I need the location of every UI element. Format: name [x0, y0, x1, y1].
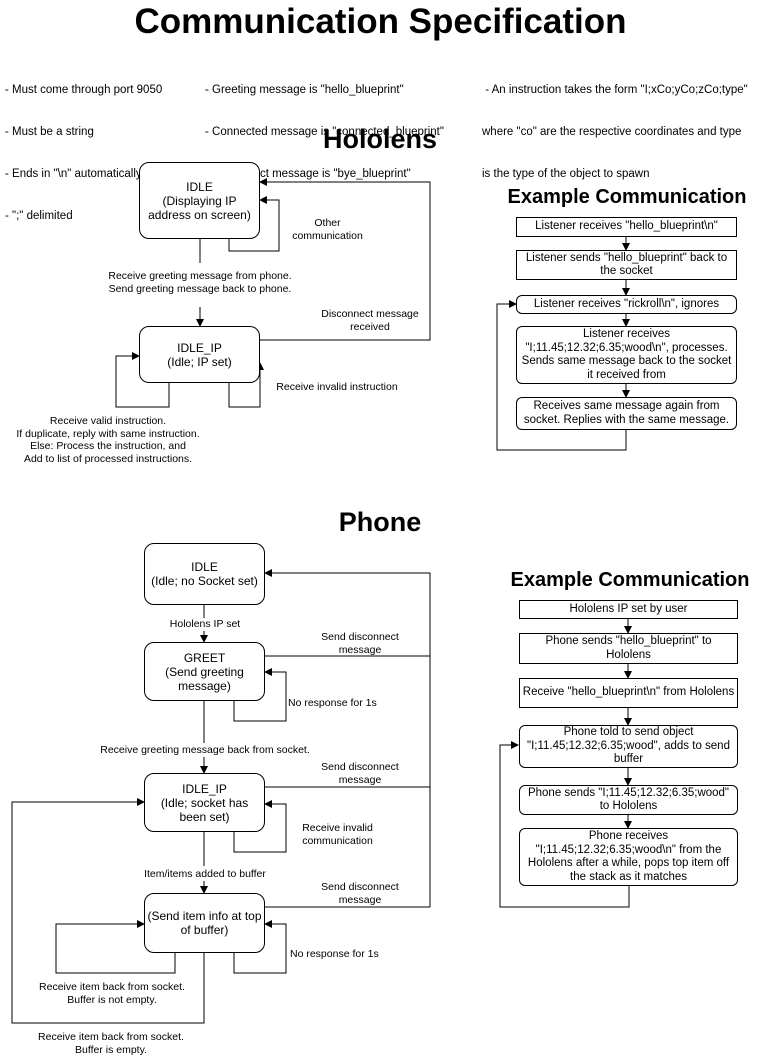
phone-state-greet: GREET (Send greeting message)	[144, 642, 265, 701]
state-description: (Send item info at top	[147, 909, 262, 923]
phone-example-step: Phone sends "I;11.45;12.32;6.35;wood" to…	[519, 785, 738, 815]
page-title: Communication Specification	[134, 2, 627, 41]
state-description: (Send greeting	[165, 664, 244, 679]
phone-disconnect-label-1: Send disconnect message	[321, 631, 399, 656]
hololens-disconnect-arrow	[259, 178, 431, 341]
phone-no-response-label-1: No response for 1s	[288, 697, 377, 709]
hololens-invalid-label: Receive invalid instruction	[276, 381, 398, 393]
hololens-example-step: Listener receives "hello_blueprint\n"	[516, 217, 737, 237]
state-description: (Idle; no Socket set)	[151, 574, 258, 588]
state-name: IDLE	[191, 560, 218, 574]
hololens-state-idle-ip: IDLE_IP (Idle; IP set)	[139, 326, 260, 383]
phone-no-response-loop-1	[233, 668, 287, 722]
hololens-example-step: Listener sends "hello_blueprint" back to…	[516, 250, 737, 280]
phone-example-heading: Example Communication	[510, 569, 750, 591]
state-description: of buffer)	[180, 923, 229, 937]
phone-example-step: Phone sends "hello_blueprint" to Hololen…	[519, 633, 738, 664]
phone-empty-label: Receive item back from socket. Buffer is…	[38, 1031, 184, 1056]
phone-items-added-label: Item/items added to buffer	[130, 868, 280, 881]
hololens-example-heading: Example Communication	[507, 186, 747, 208]
hololens-example-step: Listener receives "rickroll\n", ignores	[516, 295, 737, 314]
hololens-other-comm-label: Other communication	[292, 217, 363, 242]
state-description: address on screen)	[148, 207, 251, 222]
state-description: (Displaying IP	[162, 193, 237, 208]
spec-line: - Greeting message is "hello_blueprint"	[205, 84, 404, 96]
state-description: been set)	[179, 809, 230, 824]
spec-line: - Connected message is "connected_bluepr…	[205, 126, 444, 138]
state-description: (Idle; socket has	[160, 795, 249, 810]
state-name: IDLE	[186, 179, 213, 194]
phone-example-step: Phone told to send object "I;11.45;12.32…	[519, 725, 738, 768]
hololens-example-loop	[496, 300, 627, 451]
phone-example-step: Receive "hello_blueprint\n" from Hololen…	[519, 678, 738, 708]
phone-disconnect-label-2: Send disconnect message	[321, 761, 399, 786]
phone-invalid-label: Receive invalid communication	[302, 822, 373, 847]
phone-example-loop	[499, 741, 630, 908]
spec-column-1: - Must come through port 9050 - Must be …	[5, 55, 162, 237]
spec-line: - ";" delimited	[5, 210, 73, 222]
hololens-example-step: Receives same message again from socket.…	[516, 397, 737, 430]
phone-example-step: Phone receives "I;11.45;12.32;6.35;wood\…	[519, 828, 738, 886]
phone-not-empty-loop	[55, 920, 176, 974]
phone-invalid-loop	[233, 800, 287, 853]
phone-heading: Phone	[338, 507, 422, 537]
phone-state-idle-ip: IDLE_IP (Idle; socket has been set)	[144, 773, 265, 832]
phone-no-response-loop-2	[233, 920, 287, 974]
spec-line: - Must be a string	[5, 126, 94, 138]
phone-not-empty-label: Receive item back from socket. Buffer is…	[39, 981, 185, 1006]
spec-column-3: - An instruction takes the form "I;xCo;y…	[482, 55, 748, 195]
state-description: message)	[178, 678, 231, 693]
hololens-valid-label: Receive valid instruction. If duplicate,…	[16, 415, 200, 465]
phone-disconnect-trunk	[264, 569, 431, 907]
phone-state-send: (Send item info at top of buffer)	[144, 893, 265, 953]
phone-state-idle: IDLE (Idle; no Socket set)	[144, 543, 265, 605]
hololens-example-step: Listener receives "I;11.45;12.32;6.35;wo…	[516, 326, 737, 384]
spec-line: where "co" are the respective coordinate…	[482, 126, 742, 138]
spec-line: is the type of the object to spawn	[482, 168, 650, 180]
hololens-valid-loop	[115, 352, 170, 408]
hololens-heading: Hololens	[322, 124, 437, 154]
phone-example-step: Hololens IP set by user	[519, 600, 738, 619]
phone-disconnect-label-3: Send disconnect message	[321, 881, 399, 906]
hololens-receive-greeting-label: Receive greeting message from phone. Sen…	[108, 270, 292, 295]
state-description: (Idle; IP set)	[167, 354, 232, 369]
hololens-invalid-loop	[228, 362, 264, 408]
phone-greeting-back-label: Receive greeting message back from socke…	[80, 744, 330, 757]
spec-line: - An instruction takes the form "I;xCo;y…	[482, 84, 748, 96]
state-name: GREET	[183, 650, 226, 665]
phone-empty-loop	[11, 798, 205, 1024]
hololens-other-comm-loop	[228, 196, 280, 252]
phone-no-response-label-2: No response for 1s	[290, 948, 379, 960]
hololens-state-idle: IDLE (Displaying IP address on screen)	[139, 162, 260, 239]
state-name: IDLE_IP	[182, 781, 227, 796]
phone-ip-set-label: Hololens IP set	[150, 618, 260, 631]
state-name: IDLE_IP	[177, 340, 222, 355]
spec-line: - Ends in "\n" automatically	[5, 168, 142, 180]
spec-line: - Must come through port 9050	[5, 84, 163, 96]
hololens-disconnect-label: Disconnect message received	[321, 308, 419, 333]
